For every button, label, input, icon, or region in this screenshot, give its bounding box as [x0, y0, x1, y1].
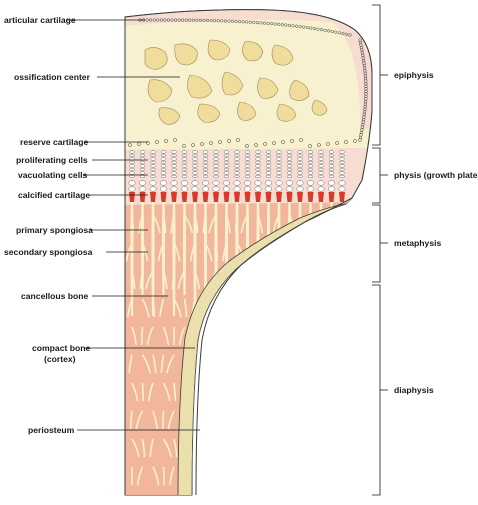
cartilage-cell-dots	[128, 18, 368, 148]
periosteum-outline	[195, 197, 353, 496]
label-physis: physis (growth plate)	[394, 170, 478, 180]
ossification-center-trabeculae	[144, 39, 328, 125]
region-brackets	[372, 4, 388, 496]
label-proliferating-cells: proliferating cells	[16, 155, 88, 165]
label-vacuolating-cells: vacuolating cells	[18, 170, 88, 180]
label-cortex: (cortex)	[44, 354, 76, 364]
label-compact-bone: compact bone	[32, 343, 91, 353]
calcified-cartilage-wedges	[129, 192, 345, 202]
label-periosteum: periosteum	[28, 425, 75, 435]
label-reserve-cartilage: reserve cartilage	[20, 137, 89, 147]
label-secondary-spongiosa: secondary spongiosa	[4, 247, 93, 257]
label-cancellous-bone: cancellous bone	[21, 291, 89, 301]
label-articular-cartilage: articular cartilage	[4, 15, 76, 25]
label-metaphysis: metaphysis	[394, 238, 442, 248]
label-epiphysis: epiphysis	[394, 70, 434, 80]
proliferating-cell-columns	[128, 150, 346, 192]
label-primary-spongiosa: primary spongiosa	[16, 225, 93, 235]
label-diaphysis: diaphysis	[394, 385, 434, 395]
label-calcified-cartilage: calcified cartilage	[18, 190, 91, 200]
label-ossification-center: ossification center	[14, 72, 90, 82]
leader-lines	[67, 19, 200, 431]
